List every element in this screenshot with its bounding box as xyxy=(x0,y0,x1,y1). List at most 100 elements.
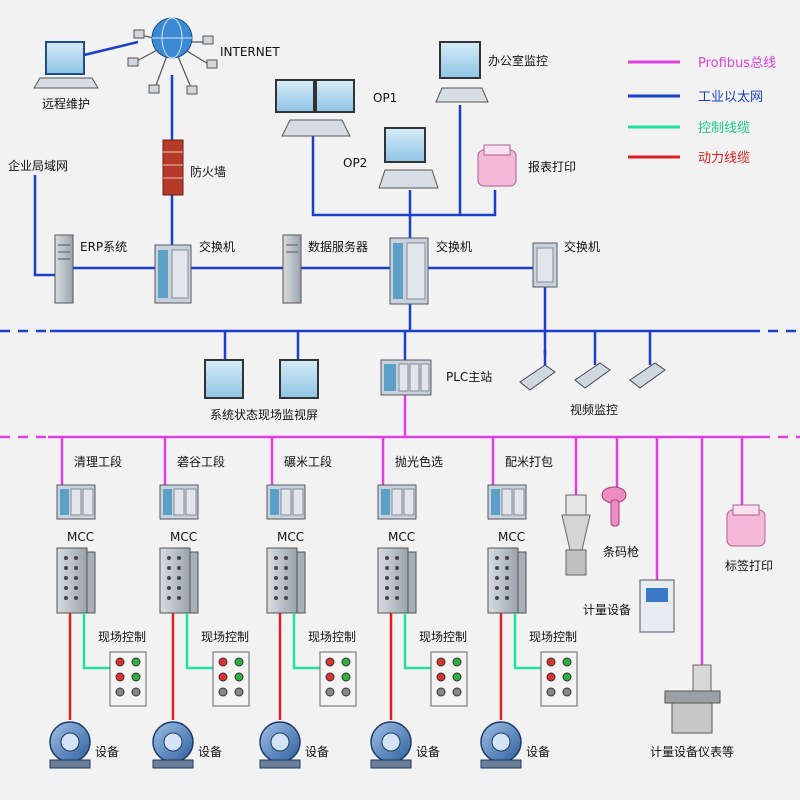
legend-label-ethernet: 工业以太网 xyxy=(698,90,763,105)
mcc-label: MCC xyxy=(388,530,415,544)
erp-server-icon xyxy=(54,234,74,304)
control-cable xyxy=(292,613,320,670)
switch-icon xyxy=(532,242,558,288)
field-control-label: 现场控制 xyxy=(308,630,356,644)
field-control-box-icon xyxy=(430,651,468,707)
motor-icon xyxy=(480,721,522,769)
video-monitor-label: 视频监控 xyxy=(570,402,618,417)
equipment-label: 设备 xyxy=(416,745,440,759)
switch-icon xyxy=(154,244,192,304)
field-control-label: 现场控制 xyxy=(98,630,146,644)
camera-icon xyxy=(629,362,666,389)
printer-icon xyxy=(477,144,517,187)
field-control-box-icon xyxy=(212,651,250,707)
motor-icon xyxy=(152,721,194,769)
equipment-label: 设备 xyxy=(95,745,119,759)
bagging-scale-icon xyxy=(561,494,591,576)
enterprise-lan-label: 企业局域网 xyxy=(8,158,68,173)
section-label: 清理工段 xyxy=(74,454,122,469)
ethernet-links xyxy=(33,75,750,375)
op1-workstation-icon xyxy=(275,79,355,137)
switch-3-label: 交换机 xyxy=(564,239,600,254)
status-monitor-label: 系统状态现场监视屏 xyxy=(210,407,318,422)
metering-instruments-label: 计量设备仪表等 xyxy=(650,745,734,759)
office-monitor-label: 办公室监控 xyxy=(488,53,548,68)
mcc-cabinet-icon xyxy=(159,547,199,614)
mcc-label: MCC xyxy=(498,530,525,544)
field-control-box-icon xyxy=(109,651,147,707)
section-label: 砻谷工段 xyxy=(177,454,225,469)
firewall-icon xyxy=(162,139,184,196)
profibus-links xyxy=(48,395,760,665)
remote-io-module-icon xyxy=(159,484,199,520)
remote-io-module-icon xyxy=(266,484,306,520)
plc-master-icon xyxy=(380,359,432,396)
section-label: 碾米工段 xyxy=(284,454,332,469)
data-server-icon xyxy=(282,234,302,304)
label-printer-icon xyxy=(726,504,766,547)
field-control-box-icon xyxy=(319,651,357,707)
motor-icon xyxy=(49,721,91,769)
metering-instruments-icon xyxy=(664,664,721,734)
laptop-icon xyxy=(33,41,99,89)
motor-icon xyxy=(259,721,301,769)
mcc-cabinet-icon xyxy=(266,547,306,614)
switch-1-label: 交换机 xyxy=(199,239,235,254)
control-cable xyxy=(403,613,431,670)
control-cable xyxy=(82,613,110,670)
field-control-label: 现场控制 xyxy=(529,630,577,644)
op2-workstation-icon xyxy=(378,127,439,189)
mcc-label: MCC xyxy=(170,530,197,544)
plc-master-label: PLC主站 xyxy=(446,370,492,384)
control-cable xyxy=(185,613,213,670)
op1-label: OP1 xyxy=(373,91,397,105)
mcc-label: MCC xyxy=(67,530,94,544)
section-columns: 清理工段MCC现场控制设备砻谷工段MCC现场控制设备碾米工段MCC现场控制设备抛… xyxy=(49,454,578,769)
hmi-screen-icon xyxy=(279,359,319,399)
camera-icon xyxy=(574,362,611,389)
barcode-gun-icon xyxy=(601,486,627,527)
mcc-cabinet-icon xyxy=(487,547,527,614)
remote-maintenance-label: 远程维护 xyxy=(42,96,90,111)
section-label: 配米打包 xyxy=(505,455,553,469)
legend-label-profibus: Profibus总线 xyxy=(698,56,776,71)
erp-system-label: ERP系统 xyxy=(80,240,127,254)
metering-device-icon xyxy=(639,579,675,633)
office-monitor-icon xyxy=(435,41,489,103)
firewall-label: 防火墙 xyxy=(190,164,226,179)
section-label: 抛光色选 xyxy=(395,454,443,469)
equipment-label: 设备 xyxy=(526,745,550,759)
legend: Profibus总线 工业以太网 控制线缆 动力线缆 xyxy=(628,56,776,166)
mcc-label: MCC xyxy=(277,530,304,544)
field-control-box-icon xyxy=(540,651,578,707)
switch-2-label: 交换机 xyxy=(436,239,472,254)
legend-label-power: 动力线缆 xyxy=(698,150,750,166)
metering-device-label: 计量设备 xyxy=(583,603,631,617)
remote-io-module-icon xyxy=(377,484,417,520)
data-server-label: 数据服务器 xyxy=(308,239,368,254)
switch-icon xyxy=(389,237,429,305)
internet-globe-icon xyxy=(127,17,218,95)
report-print-label: 报表打印 xyxy=(528,159,576,174)
mcc-cabinet-icon xyxy=(56,547,96,614)
hmi-screen-icon xyxy=(204,359,244,399)
field-control-label: 现场控制 xyxy=(419,630,467,644)
equipment-label: 设备 xyxy=(198,745,222,759)
remote-io-module-icon xyxy=(487,484,527,520)
field-control-label: 现场控制 xyxy=(201,630,249,644)
legend-label-control: 控制线缆 xyxy=(698,120,750,136)
label-print-label: 标签打印 xyxy=(725,558,773,573)
equipment-label: 设备 xyxy=(305,745,329,759)
motor-icon xyxy=(370,721,412,769)
remote-io-module-icon xyxy=(56,484,96,520)
mcc-cabinet-icon xyxy=(377,547,417,614)
internet-label: INTERNET xyxy=(220,45,280,59)
camera-icon xyxy=(519,364,556,391)
control-cable xyxy=(513,613,541,670)
